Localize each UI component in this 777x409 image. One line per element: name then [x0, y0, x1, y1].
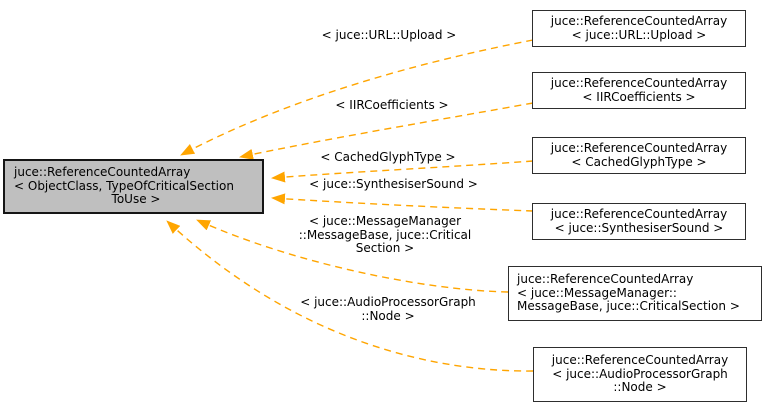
edge-label-line: ::MessageBase, juce::Critical	[298, 227, 472, 242]
template-args-line: < IIRCoefficients >	[582, 89, 696, 104]
class-name-line: juce::ReferenceCountedArray	[550, 76, 728, 90]
template-args-line: ::Node >	[613, 380, 667, 395]
edge-label-line: < juce::URL::Upload >	[321, 28, 457, 42]
class-name-line: juce::ReferenceCountedArray	[550, 207, 728, 221]
edge-label-line: < juce::AudioProcessorGraph	[300, 295, 476, 309]
edge-label-line: < IIRCoefficients >	[335, 98, 449, 112]
edge-label-url-upload: < juce::URL::Upload >	[304, 28, 474, 43]
edge-label-synthesiser-sound: < juce::SynthesiserSound >	[296, 177, 491, 192]
class-node-audio-processor-graph-node[interactable]: juce::ReferenceCountedArray < juce::Audi…	[533, 347, 747, 402]
class-node-url-upload[interactable]: juce::ReferenceCountedArray < juce::URL:…	[532, 10, 746, 47]
edge-label-audio-processor-graph-node: < juce::AudioProcessorGraph ::Node >	[292, 295, 484, 323]
template-args-line: < CachedGlyphType >	[571, 154, 707, 169]
class-node-cached-glyph-type[interactable]: juce::ReferenceCountedArray < CachedGlyp…	[532, 137, 746, 174]
edge-label-message-manager: < juce::MessageManager ::MessageBase, ju…	[289, 214, 481, 256]
template-instance-arrow-synthesiser-sound	[271, 193, 534, 212]
template-args-line: < juce::URL::Upload >	[571, 27, 707, 42]
template-instance-arrow-iir-coefficients	[239, 102, 534, 160]
template-args-line: < juce::AudioProcessorGraph	[552, 366, 728, 381]
edge-label-line: Section >	[355, 241, 415, 255]
edge-label-line: < juce::SynthesiserSound >	[309, 177, 478, 191]
class-node-synthesiser-sound[interactable]: juce::ReferenceCountedArray < juce::Synt…	[532, 203, 746, 240]
edge-label-line: < juce::MessageManager	[308, 214, 462, 228]
template-instance-arrow-message-manager	[196, 219, 509, 293]
template-instance-arrow-url-upload	[180, 39, 534, 156]
class-name-line: juce::ReferenceCountedArray	[14, 165, 191, 180]
edge-label-cached-glyph-type: < CachedGlyphType >	[308, 150, 468, 165]
class-node-message-manager-message-base[interactable]: juce::ReferenceCountedArray < juce::Mess…	[508, 266, 762, 321]
template-args-line: < juce::MessageManager::	[517, 285, 677, 300]
template-instance-arrow-cached-glyph-type	[271, 160, 534, 183]
template-args-line: < juce::SynthesiserSound >	[554, 220, 724, 235]
class-node-reference-counted-array: juce::ReferenceCountedArray < ObjectClas…	[3, 159, 264, 214]
class-name-line: juce::ReferenceCountedArray	[550, 14, 728, 28]
template-params-line: < ObjectClass, TypeOfCriticalSection	[14, 178, 234, 193]
class-node-iir-coefficients[interactable]: juce::ReferenceCountedArray < IIRCoeffic…	[532, 72, 746, 109]
class-name-line: juce::ReferenceCountedArray	[517, 272, 694, 287]
edge-label-line: ::Node >	[361, 308, 415, 323]
template-params-line: ToUse >	[111, 192, 161, 207]
class-name-line: juce::ReferenceCountedArray	[551, 353, 729, 368]
template-args-line: MessageBase, juce::CriticalSection >	[517, 299, 740, 314]
edge-label-line: < CachedGlyphType >	[320, 150, 456, 164]
class-name-line: juce::ReferenceCountedArray	[550, 141, 728, 155]
edge-label-iir-coefficients: < IIRCoefficients >	[312, 98, 472, 113]
template-instance-arrow-audio-processor-graph-node	[166, 220, 534, 372]
